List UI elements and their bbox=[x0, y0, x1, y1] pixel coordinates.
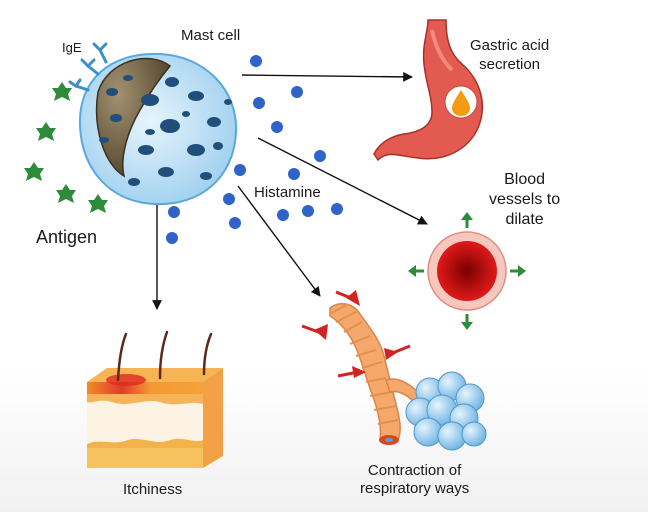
airway-illustration bbox=[301, 290, 487, 451]
cell-nucleus bbox=[95, 57, 172, 178]
cell-granules bbox=[99, 75, 232, 186]
blood-vessel-illustration bbox=[408, 212, 526, 330]
antigen-particles bbox=[24, 82, 108, 213]
mast-cell-label: Mast cell bbox=[181, 27, 241, 44]
ige-antibodies bbox=[68, 42, 108, 92]
ige-label: IgE bbox=[62, 40, 82, 55]
histamine-molecules bbox=[166, 55, 343, 244]
respiratory-label: Contraction of respiratory ways bbox=[360, 462, 470, 497]
alveoli-cluster bbox=[405, 371, 487, 451]
effect-arrows bbox=[152, 71, 428, 310]
antigen-label: Antigen bbox=[36, 227, 98, 247]
constriction-arrows bbox=[301, 290, 411, 378]
blood-vessels-label: Blood vessels to dilate bbox=[489, 171, 561, 228]
stomach-illustration bbox=[373, 19, 484, 162]
gastric-acid-label: Gastric acid secretion bbox=[470, 37, 550, 73]
skin-illustration bbox=[87, 330, 223, 468]
mast-cell bbox=[68, 42, 238, 206]
histamine-label: Histamine bbox=[254, 184, 321, 201]
itchiness-label: Itchiness bbox=[123, 481, 183, 498]
